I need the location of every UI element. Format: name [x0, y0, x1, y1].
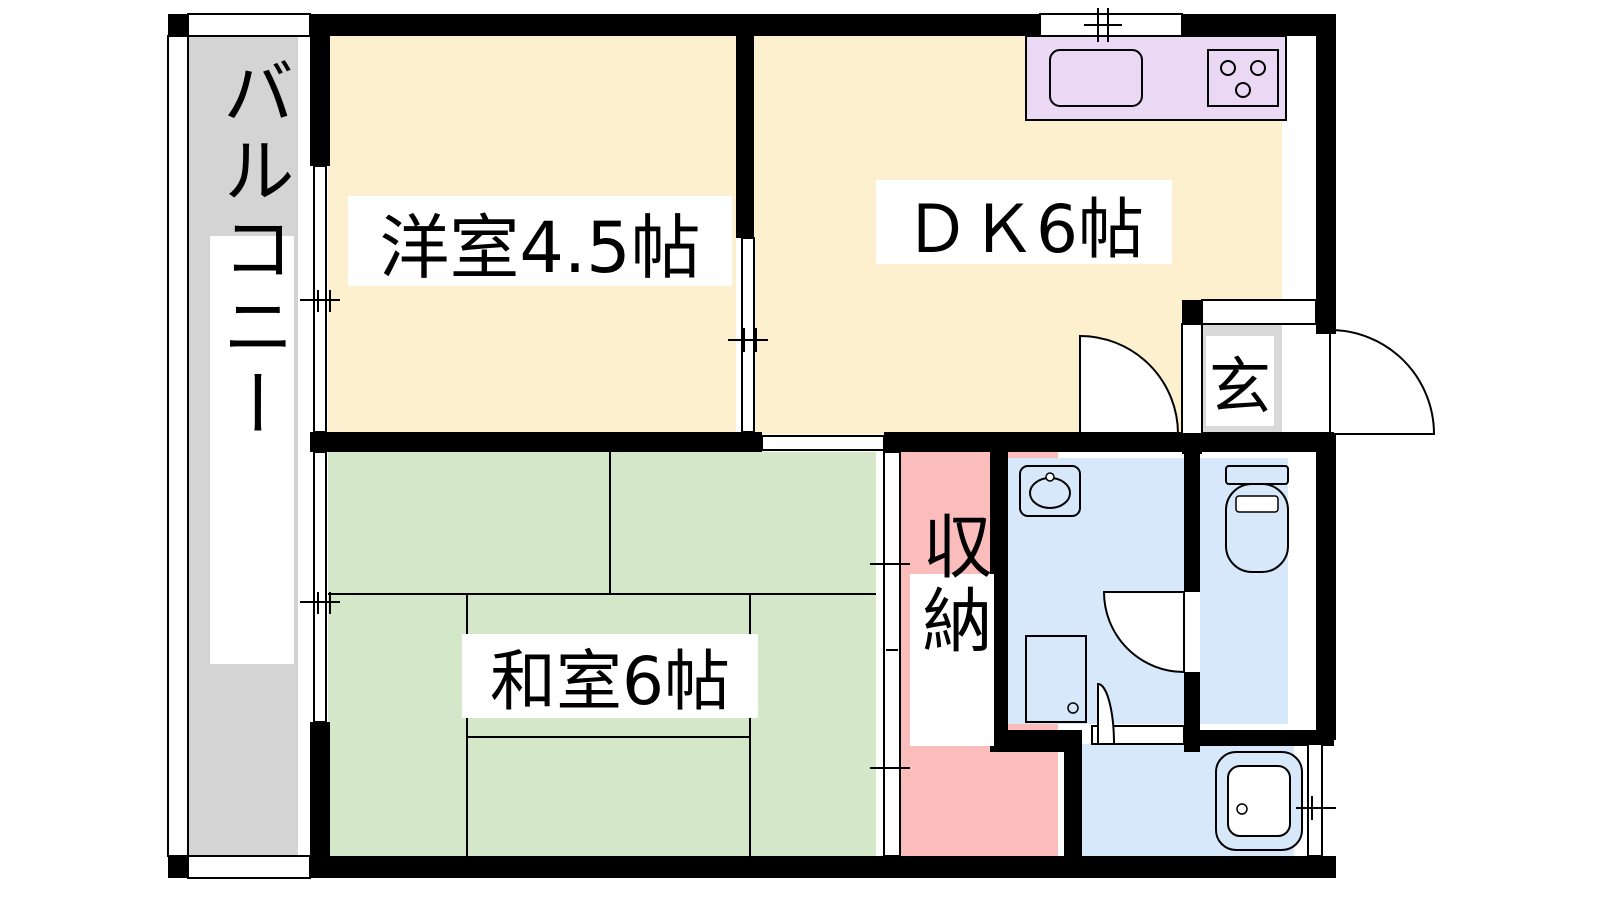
walls [168, 14, 1336, 878]
sink-icon [1049, 49, 1143, 107]
japanese-room-label: 和室6帖 [490, 643, 730, 720]
entrance-label: 玄 [1209, 350, 1271, 423]
western-room-label: 洋室4.5帖 [379, 207, 700, 289]
label-bg-entrance [1206, 336, 1274, 426]
bathtub-icon [1215, 751, 1303, 851]
label-bg-dining-kitchen [876, 180, 1172, 264]
toilet-icon [1225, 465, 1289, 573]
label-bg-western-room [348, 196, 732, 286]
storage-label: 収納 [911, 510, 993, 658]
balcony-label: バルコニー [210, 55, 294, 445]
kitchen-counter [1025, 35, 1287, 121]
washbasin-icon [1019, 465, 1081, 517]
window-icon [167, 13, 1323, 879]
dining-kitchen-label: ＤＫ6帖 [904, 191, 1144, 268]
door-swing-icon [1097, 682, 1116, 745]
door-swing-icon [1329, 328, 1436, 435]
window-ticks [300, 8, 1336, 820]
washing-machine-icon [1025, 635, 1087, 723]
label-bg-balcony [210, 236, 294, 664]
stove-icon [1207, 49, 1279, 107]
door-swing-icon [1102, 591, 1185, 674]
label-bg-storage [910, 574, 994, 746]
door-swing-icon [1079, 334, 1180, 435]
label-bg-japanese-room [462, 634, 758, 718]
